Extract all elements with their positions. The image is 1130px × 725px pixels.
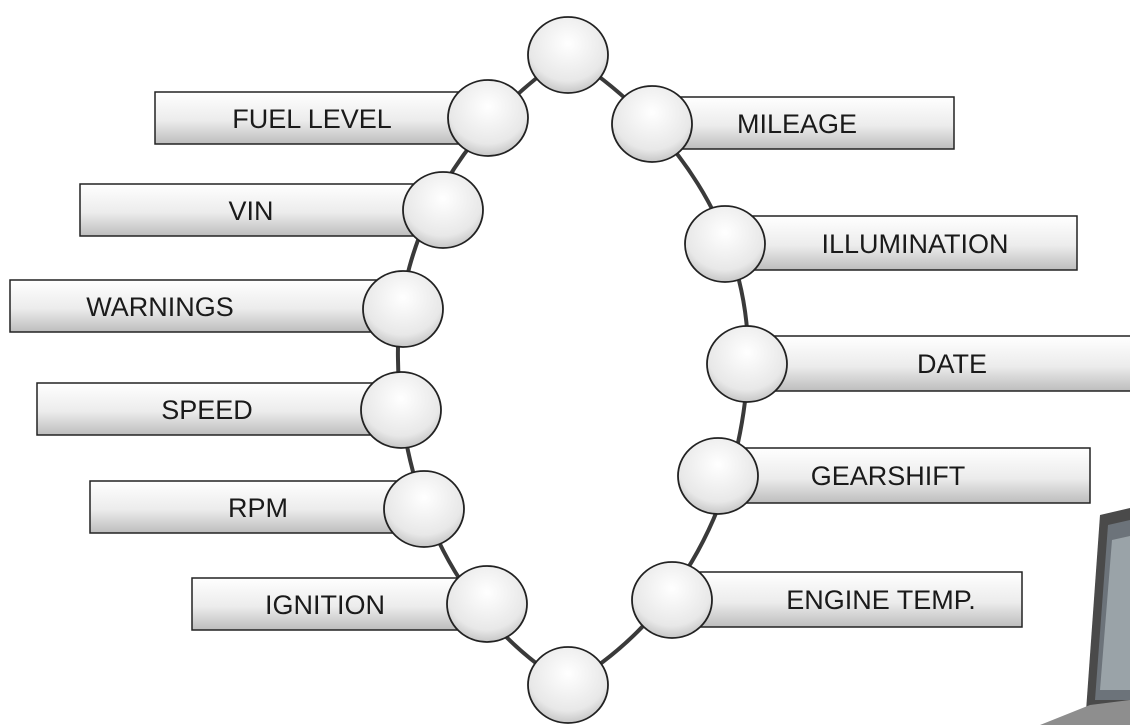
laptop-image (1040, 508, 1130, 725)
label-box-vin: VIN (79, 183, 446, 237)
label-rpm: RPM (228, 493, 288, 523)
label-date: DATE (917, 349, 987, 379)
node-speed (360, 371, 442, 449)
label-fuel-level: FUEL LEVEL (232, 104, 392, 134)
label-box-fuel-level: FUEL LEVEL (154, 91, 491, 145)
node-ignition (446, 565, 528, 643)
node-warnings (362, 270, 444, 348)
node-bottom (527, 646, 609, 724)
label-vin: VIN (228, 196, 273, 226)
label-box-speed: SPEED (36, 382, 403, 436)
label-box-mileage: MILEAGE (651, 96, 955, 150)
label-box-illumination: ILLUMINATION (724, 215, 1078, 271)
label-box-gearshift: GEARSHIFT (717, 447, 1091, 504)
label-box-engine-temp: ENGINE TEMP. (671, 571, 1023, 628)
label-box-rpm: RPM (89, 480, 426, 534)
node-fuel-level (447, 79, 529, 157)
label-illumination: ILLUMINATION (821, 229, 1008, 259)
label-gearshift: GEARSHIFT (811, 461, 966, 491)
label-speed: SPEED (161, 395, 253, 425)
node-illumination (684, 205, 766, 283)
label-box-ignition: IGNITION (191, 577, 488, 631)
node-gearshift (677, 437, 759, 515)
label-mileage: MILEAGE (737, 109, 857, 139)
label-box-date: DATE (744, 335, 1130, 392)
node-vin (402, 171, 484, 249)
label-box-warnings: WARNINGS (9, 279, 406, 333)
node-engine-temp (631, 561, 713, 639)
node-rpm (383, 470, 465, 548)
node-top (527, 16, 609, 94)
ring-nodes (360, 16, 788, 724)
label-ignition: IGNITION (265, 590, 385, 620)
label-warnings: WARNINGS (86, 292, 234, 322)
node-mileage (611, 85, 693, 163)
node-date (706, 325, 788, 403)
label-engine-temp: ENGINE TEMP. (786, 585, 976, 615)
